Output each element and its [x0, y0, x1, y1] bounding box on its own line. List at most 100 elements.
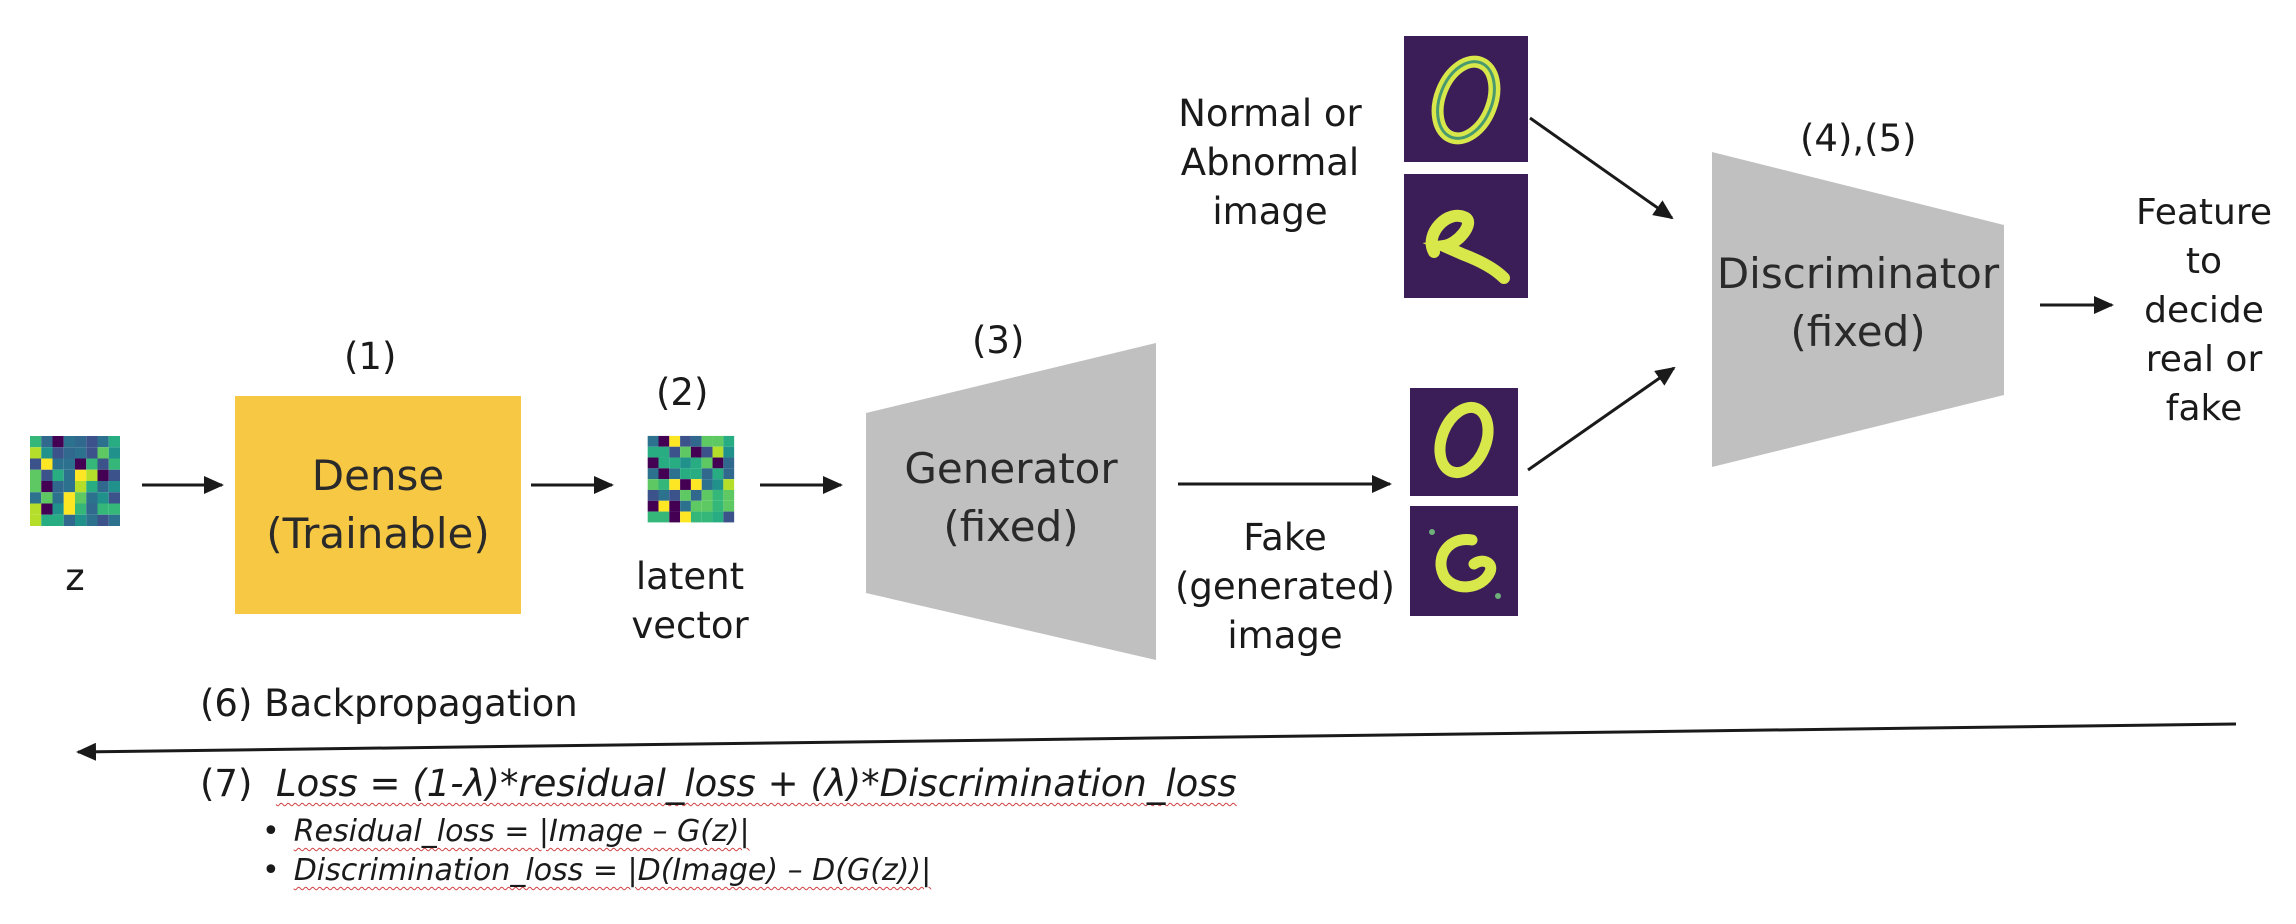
latent-cell [712, 468, 724, 480]
latent-cell [108, 458, 120, 470]
latent-cell [701, 457, 713, 469]
latent-cell [723, 511, 735, 523]
latent-cell [63, 469, 75, 481]
latent-cell [52, 469, 64, 481]
fake-label-line1: Fake [1243, 516, 1327, 559]
latent-cell [647, 489, 659, 501]
latent-cell [669, 500, 681, 512]
dense-subtitle: (Trainable) [266, 509, 490, 558]
latent-cell [690, 468, 702, 480]
latent-cell [63, 458, 75, 470]
latent-cell [723, 479, 735, 490]
latent-cell [701, 468, 713, 480]
feature-line4: real or [2145, 339, 2263, 380]
latent-cell [97, 481, 109, 493]
latent-cell [669, 468, 681, 480]
latent-cell [723, 500, 735, 512]
latent-cell [63, 514, 75, 526]
arrow-fake-to-discriminator [1527, 366, 1676, 472]
latent-cell [97, 447, 109, 459]
latent-cell [669, 479, 681, 490]
latent-cell [52, 447, 64, 459]
fake-image-label: Fake (generated) image [1170, 513, 1400, 660]
latent-cell [712, 446, 724, 458]
latent-cell [86, 481, 98, 493]
latent-cell [86, 436, 98, 448]
loss-formula-text: Loss = (1-λ)*residual_loss + (λ)*Discrim… [275, 762, 1237, 805]
latent-cell [30, 469, 42, 481]
latent-cell [680, 511, 691, 523]
latent-cell [41, 447, 53, 459]
latent-cell [712, 500, 724, 512]
latent-cell [108, 503, 120, 515]
latent-cell [680, 457, 691, 469]
latent-cell [108, 447, 120, 459]
latent-cell [75, 436, 87, 448]
discriminator-step-number: (4),(5) [1800, 117, 1917, 160]
residual-loss-text: Residual_loss = |Image – G(z)| [293, 814, 750, 849]
latent-cell [647, 457, 659, 469]
input-digit-zero-image [1404, 36, 1528, 162]
latent-cell [41, 481, 53, 493]
latent-cell [86, 503, 98, 515]
latent-cell [690, 489, 702, 501]
latent-cell [63, 503, 75, 515]
latent-cell [690, 500, 702, 512]
loss-formula: (7) Loss = (1-λ)*residual_loss + (λ)*Dis… [200, 762, 1237, 805]
loss-step-number: (7) [200, 762, 253, 805]
latent-label: latent vector [590, 552, 790, 650]
latent-cell [75, 481, 87, 493]
latent-cell [723, 435, 735, 447]
backprop-arrow [76, 722, 2237, 761]
generator-step-number: (3) [972, 319, 1025, 362]
discrimination-loss-text: Discrimination_loss = |D(Image) – D(G(z)… [293, 853, 932, 888]
latent-cell [41, 514, 53, 526]
latent-cell [680, 489, 691, 501]
latent-cell [647, 446, 659, 458]
latent-cell [680, 468, 691, 480]
latent-cell [680, 435, 691, 447]
input-label-line2: Abnormal [1180, 141, 1360, 184]
latent-cell [690, 479, 702, 490]
latent-cell [75, 492, 87, 504]
latent-cell [52, 481, 64, 493]
latent-cell [75, 447, 87, 459]
dense-layer-box: Dense (Trainable) [235, 396, 521, 614]
discriminator-label: Discriminator (fixed) [1700, 245, 2016, 361]
generator-block [866, 343, 1156, 660]
latent-cell [647, 468, 659, 480]
latent-cell [97, 503, 109, 515]
latent-cell [30, 436, 42, 448]
feature-line1: Feature [2135, 192, 2273, 233]
latent-cell [30, 447, 42, 459]
latent-cell [30, 458, 42, 470]
latent-cell [30, 481, 42, 493]
latent-cell [658, 511, 670, 523]
latent-cell [647, 500, 659, 512]
latent-cell [52, 503, 64, 515]
latent-matrix-icon [647, 435, 735, 523]
fake-digit-nine-image [1410, 506, 1518, 616]
latent-cell [108, 481, 120, 493]
feature-line3: decide [2144, 290, 2264, 331]
latent-cell [30, 514, 42, 526]
latent-cell [669, 435, 681, 447]
latent-cell [108, 514, 120, 526]
fake-digit-zero-image [1410, 388, 1518, 496]
latent-cell [52, 458, 64, 470]
input-label-line1: Normal or [1178, 92, 1362, 135]
latent-cell [680, 500, 691, 512]
latent-cell [723, 489, 735, 501]
latent-cell [41, 469, 53, 481]
latent-cell [86, 514, 98, 526]
discriminator-block [1712, 152, 2004, 467]
latent-cell [63, 481, 75, 493]
latent-cell [86, 469, 98, 481]
latent-cell [712, 435, 724, 447]
latent-cell [97, 458, 109, 470]
latent-cell [658, 446, 670, 458]
latent-cell [658, 500, 670, 512]
latent-cell [669, 489, 681, 501]
z-matrix-icon [30, 436, 120, 526]
